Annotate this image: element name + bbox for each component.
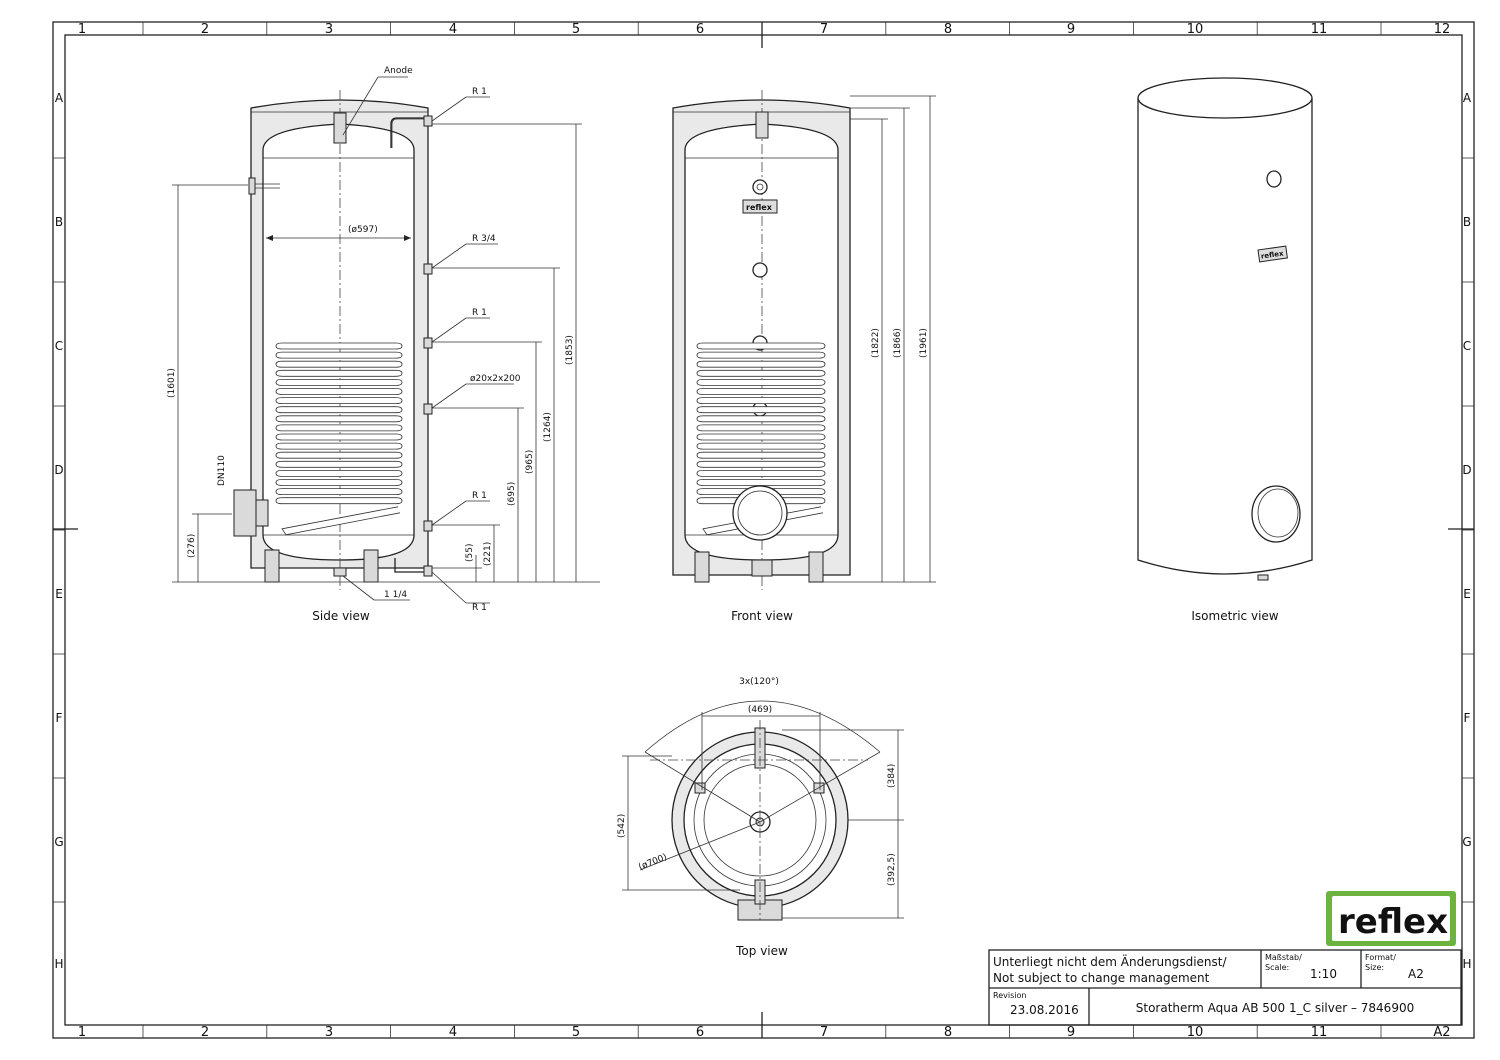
col-label: 3 xyxy=(325,1025,333,1040)
col-label: 4 xyxy=(449,1025,457,1040)
note-en: Not subject to change management xyxy=(993,971,1210,985)
top-view: 3x(120°) (469) (542) (384) (392,5) (ø700… xyxy=(617,677,904,958)
sheet-frame xyxy=(52,21,1475,1039)
logo-text: reflex xyxy=(1338,902,1448,942)
dim-side-276: (276) xyxy=(187,534,197,558)
format-label: Format/ xyxy=(1365,953,1396,962)
row-labels: A B C D E F G H A B C D E F G H xyxy=(54,91,1472,971)
col-label: 5 xyxy=(572,1025,580,1040)
row-label: C xyxy=(55,339,63,353)
revision-label: Revision xyxy=(993,991,1026,1000)
dim-front-1822: (1822) xyxy=(871,328,881,358)
row-label: A xyxy=(55,91,64,105)
row-label: E xyxy=(1463,587,1471,601)
revision-date: 23.08.2016 xyxy=(1010,1003,1079,1017)
connection-r34: R 3/4 xyxy=(472,234,496,244)
top-width-label: (469) xyxy=(748,705,772,715)
dim-side-1601: (1601) xyxy=(167,368,177,398)
row-label: E xyxy=(55,587,63,601)
top-view-title: Top view xyxy=(735,944,788,958)
row-label: F xyxy=(56,711,63,725)
flange-label: DN110 xyxy=(217,455,227,486)
connection-r1-bottom: R 1 xyxy=(472,603,487,613)
row-label: H xyxy=(54,957,63,971)
title-block: Unterliegt nicht dem Änderungsdienst/ No… xyxy=(988,949,1462,1026)
dim-side-965: (965) xyxy=(525,450,535,474)
col-label: 3 xyxy=(325,22,333,37)
connection-r1-top: R 1 xyxy=(472,87,487,97)
note-de: Unterliegt nicht dem Änderungsdienst/ xyxy=(993,954,1227,969)
dim-side-1853: (1853) xyxy=(565,335,575,365)
iso-badge-logo: reflex xyxy=(1260,249,1284,260)
connection-r1-mid: R 1 xyxy=(472,308,487,318)
side-view: (ø597) Anode R 1 R 3/4 R 1 ø20x2x200 R 1… xyxy=(167,66,600,623)
row-label: G xyxy=(54,835,63,849)
col-label: 10 xyxy=(1187,1025,1204,1040)
col-label: 2 xyxy=(201,22,209,37)
coil-spec-label: ø20x2x200 xyxy=(470,374,521,384)
side-view-title: Side view xyxy=(312,609,370,623)
col-label: 11 xyxy=(1311,22,1328,37)
row-label: F xyxy=(1464,711,1471,725)
front-view-title: Front view xyxy=(731,609,793,623)
top-lower-label: (392,5) xyxy=(887,853,897,886)
col-label: 5 xyxy=(572,22,580,37)
reflex-logo: reflex xyxy=(1326,891,1456,946)
row-label: C xyxy=(1463,339,1471,353)
row-label: B xyxy=(1463,215,1471,229)
isometric-view: reflex Isometric view xyxy=(1137,77,1313,623)
row-label: H xyxy=(1462,957,1471,971)
col-label: 2 xyxy=(201,1025,209,1040)
front-badge-logo: reflex xyxy=(746,203,773,212)
dim-side-695: (695) xyxy=(507,482,517,506)
top-angle-label: 3x(120°) xyxy=(739,677,779,687)
col-label: 9 xyxy=(1067,1025,1075,1040)
dim-side-221: (221) xyxy=(483,542,493,566)
col-label: 7 xyxy=(820,1025,828,1040)
anode-label: Anode xyxy=(384,66,413,76)
top-upper-label: (384) xyxy=(887,764,897,788)
front-view: reflex (1822) (1866) (1961) Front view xyxy=(672,90,936,623)
scale-label-en: Scale: xyxy=(1265,963,1289,972)
side-diameter-label: (ø597) xyxy=(348,225,378,235)
column-labels-bottom: 1 2 3 4 5 6 7 8 9 10 11 A2 xyxy=(78,1025,1451,1040)
product-title: Storatherm Aqua AB 500 1_C silver – 7846… xyxy=(1136,1001,1414,1015)
col-label: A2 xyxy=(1433,1025,1450,1040)
format-label-en: Size: xyxy=(1365,963,1384,972)
dim-front-1866: (1866) xyxy=(893,328,903,358)
col-label: 11 xyxy=(1311,1025,1328,1040)
row-label: B xyxy=(55,215,63,229)
top-depth-label: (542) xyxy=(617,814,627,838)
format-value: A2 xyxy=(1408,967,1424,981)
row-label: A xyxy=(1463,91,1472,105)
scale-value: 1:10 xyxy=(1310,967,1337,981)
col-label: 6 xyxy=(696,1025,704,1040)
row-label: D xyxy=(54,463,63,477)
col-label: 9 xyxy=(1067,22,1075,37)
dim-front-1961: (1961) xyxy=(919,328,929,358)
top-outer-diameter-label: (ø700) xyxy=(637,852,668,872)
col-label: 8 xyxy=(944,1025,952,1040)
col-label: 1 xyxy=(78,22,86,37)
col-label: 8 xyxy=(944,22,952,37)
dim-side-1264: (1264) xyxy=(543,412,553,442)
row-label: G xyxy=(1462,835,1471,849)
col-label: 1 xyxy=(78,1025,86,1040)
col-label: 12 xyxy=(1434,22,1451,37)
dim-side-55: (55) xyxy=(465,544,475,562)
connection-r1-low: R 1 xyxy=(472,491,487,501)
column-labels-top: 1 2 3 4 5 6 7 8 9 10 11 12 xyxy=(78,22,1450,37)
col-label: 10 xyxy=(1187,22,1204,37)
scale-label: Maßstab/ xyxy=(1265,953,1302,962)
col-label: 7 xyxy=(820,22,828,37)
col-label: 4 xyxy=(449,22,457,37)
isometric-view-title: Isometric view xyxy=(1191,609,1278,623)
row-label: D xyxy=(1462,463,1471,477)
col-label: 6 xyxy=(696,22,704,37)
drain-label: 1 1/4 xyxy=(384,590,407,600)
